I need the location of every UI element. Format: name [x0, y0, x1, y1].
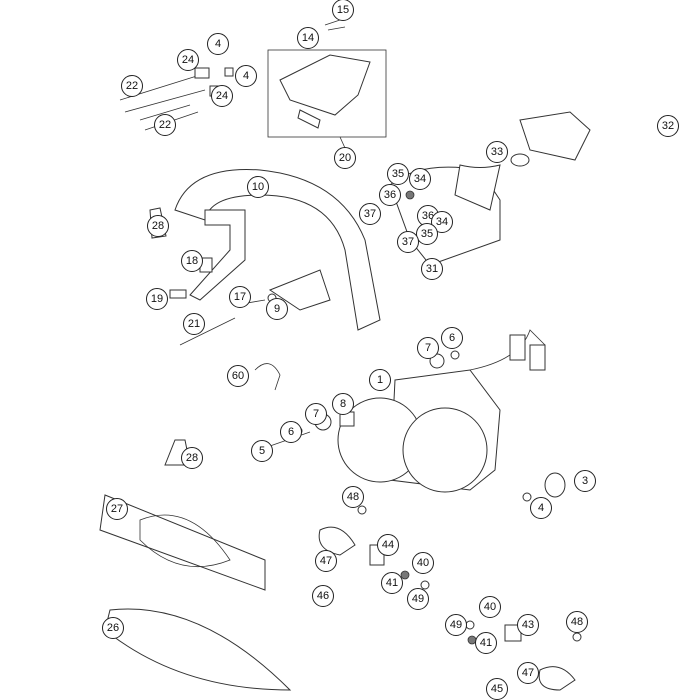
- callout-15: 15: [332, 0, 354, 21]
- part-26-plate: [104, 608, 292, 691]
- callout-20: 20: [334, 147, 356, 169]
- part-3-bulb: [544, 472, 566, 498]
- part-46-indicator-left: [318, 526, 356, 556]
- callout-43: 43: [517, 614, 539, 636]
- callout-22: 22: [154, 114, 176, 136]
- callout-22: 22: [121, 75, 143, 97]
- callout-44: 44: [377, 534, 399, 556]
- callout-60: 60: [227, 365, 249, 387]
- callout-18: 18: [181, 250, 203, 272]
- part-45-indicator-right: [538, 666, 576, 691]
- callout-40: 40: [412, 552, 434, 574]
- callout-7: 7: [417, 337, 439, 359]
- callout-4: 4: [207, 33, 229, 55]
- callout-5: 5: [251, 440, 273, 462]
- callout-41: 41: [475, 632, 497, 654]
- callout-17: 17: [229, 286, 251, 308]
- callout-24: 24: [177, 49, 199, 71]
- callout-4: 4: [235, 65, 257, 87]
- callout-41: 41: [381, 572, 403, 594]
- callout-46: 46: [312, 585, 334, 607]
- part-22-wires: [119, 74, 206, 131]
- callout-1: 1: [369, 369, 391, 391]
- callout-31: 31: [421, 258, 443, 280]
- part-20-frame-box: [267, 49, 387, 138]
- callout-48: 48: [342, 486, 364, 508]
- callout-49: 49: [445, 614, 467, 636]
- part-32-tail-light: [519, 111, 591, 161]
- callout-36: 36: [379, 184, 401, 206]
- callout-35: 35: [387, 163, 409, 185]
- callout-26: 26: [102, 617, 124, 639]
- callout-19: 19: [146, 288, 168, 310]
- callout-8: 8: [332, 393, 354, 415]
- callout-3: 3: [574, 470, 596, 492]
- callout-48: 48: [566, 611, 588, 633]
- callout-28: 28: [181, 447, 203, 469]
- callout-6: 6: [441, 327, 463, 349]
- callout-47: 47: [315, 550, 337, 572]
- callout-37: 37: [397, 231, 419, 253]
- part-27-number-plate: [99, 494, 266, 591]
- part-20-cover: [279, 54, 371, 116]
- callout-32: 32: [657, 115, 679, 137]
- callout-4: 4: [530, 497, 552, 519]
- callout-49: 49: [407, 588, 429, 610]
- callout-10: 10: [247, 176, 269, 198]
- callout-40: 40: [479, 596, 501, 618]
- callout-34: 34: [409, 168, 431, 190]
- part-10-frame: [174, 169, 381, 331]
- callout-27: 27: [106, 498, 128, 520]
- callout-14: 14: [297, 27, 319, 49]
- callout-37: 37: [359, 203, 381, 225]
- callout-28: 28: [147, 215, 169, 237]
- callout-21: 21: [183, 313, 205, 335]
- callout-9: 9: [266, 298, 288, 320]
- part-1-right-lens: [402, 407, 488, 493]
- callout-47: 47: [517, 662, 539, 684]
- callout-6: 6: [280, 421, 302, 443]
- callout-45: 45: [486, 678, 508, 700]
- callout-24: 24: [211, 85, 233, 107]
- callout-35: 35: [416, 223, 438, 245]
- callout-33: 33: [486, 141, 508, 163]
- part-33-bulb: [510, 153, 530, 167]
- callout-7: 7: [305, 403, 327, 425]
